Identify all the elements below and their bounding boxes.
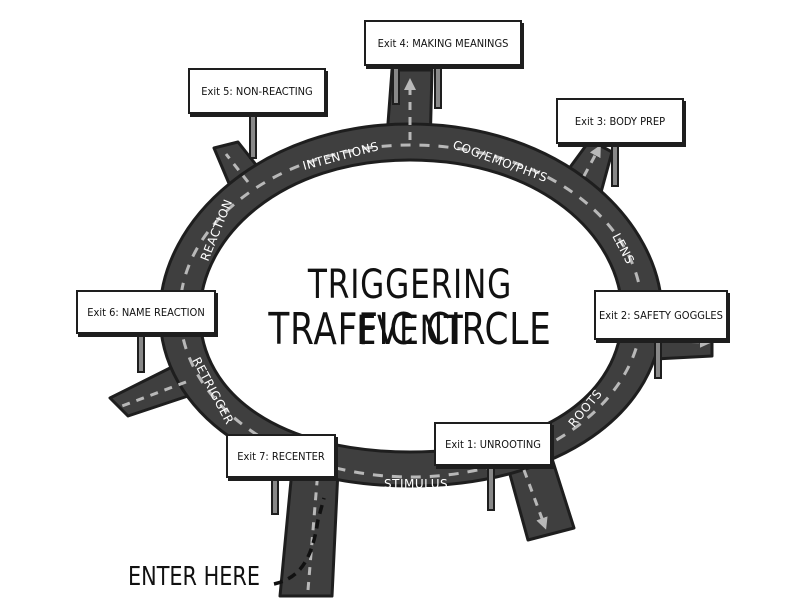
enter-path	[273, 497, 326, 586]
exit-sign-5: Exit 5: NON-REACTING	[188, 68, 326, 114]
enter-here-label: ENTER HERE	[128, 562, 260, 592]
dash-arrow-left	[121, 380, 187, 408]
post-exit1	[487, 463, 495, 511]
exit-sign-1: Exit 1: UNROOTING	[434, 422, 552, 466]
exit-sign-6: Exit 6: NAME REACTION	[76, 290, 216, 334]
dash-arrow-top-right	[582, 144, 601, 177]
exit-sign-3: Exit 3: BODY PREP	[556, 98, 684, 144]
dash-arrow-top-left	[224, 153, 250, 183]
road-label-stimulus: STIMULUS	[384, 477, 448, 491]
exit-road-dashes	[121, 78, 712, 591]
post-exit7	[271, 475, 279, 515]
post-exit3	[611, 141, 619, 187]
dash-arrow-right	[645, 335, 712, 348]
exit-sign-7: Exit 7: RECENTER	[226, 434, 336, 478]
post-exit2	[654, 337, 662, 379]
post-exit4-b	[434, 63, 442, 109]
dash-arrow-entrance	[306, 464, 324, 591]
title-line-1: TRIGGERING EVENT	[307, 262, 513, 354]
dash-arrow-bottom-right	[522, 469, 548, 530]
post-exit4-a	[392, 63, 400, 105]
exit-sign-2: Exit 2: SAFETY GOGGLES	[594, 290, 728, 340]
title-line-2: TRAFFIC CIRCLE	[268, 304, 552, 355]
ring-road	[158, 122, 664, 488]
post-exit6	[137, 331, 145, 373]
exit-sign-4: Exit 4: MAKING MEANINGS	[364, 20, 522, 66]
post-exit5	[249, 111, 257, 159]
